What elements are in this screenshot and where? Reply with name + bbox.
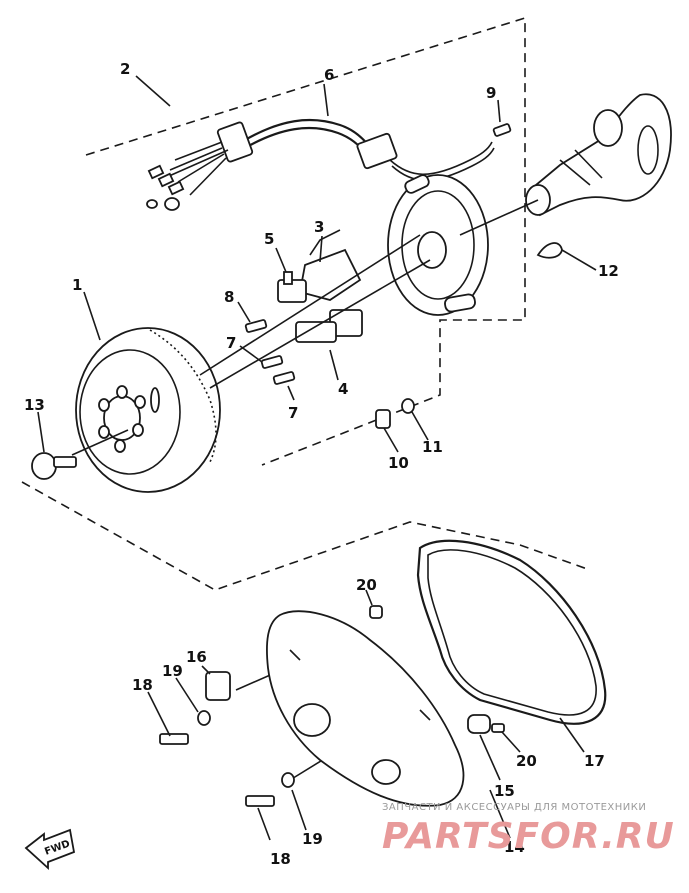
callout-13: 13 [24, 396, 45, 414]
callout-7a: 7 [226, 334, 236, 352]
callout-15: 15 [494, 782, 515, 800]
wire-harness [146, 118, 495, 211]
callout-14: 14 [504, 838, 525, 856]
callout-16: 16 [186, 648, 207, 666]
washer-11 [401, 398, 415, 414]
callout-1: 1 [72, 276, 82, 294]
washer-19-lower [281, 772, 295, 788]
forward-arrow: FWD [24, 828, 76, 871]
callout-18b: 18 [270, 850, 291, 868]
flywheel-rotor [75, 327, 221, 493]
bolt-18-lower [245, 795, 275, 807]
screw-9 [492, 123, 512, 137]
screws-7-8 [244, 319, 296, 385]
woodruff-key [536, 242, 563, 259]
callout-7b: 7 [288, 404, 298, 422]
flywheel-nut [31, 452, 77, 480]
crank-shaft-housing [525, 93, 672, 217]
watermark: ЗАПЧАСТИ И АКСЕССУАРЫ ДЛЯ МОТОТЕХНИКИ PA… [382, 802, 675, 857]
callout-leaders [37, 75, 597, 841]
watermark-logo: PARTSFOR.RU [382, 816, 675, 857]
callout-20b: 20 [516, 752, 537, 770]
dowel-pin-15 [467, 714, 491, 734]
bolt-10 [375, 409, 391, 429]
callout-19b: 19 [302, 830, 323, 848]
callout-3: 3 [314, 218, 324, 236]
crankcase-cover [266, 610, 465, 807]
callout-6: 6 [324, 66, 334, 84]
dowel-pin-20-upper [369, 605, 383, 619]
callout-9: 9 [486, 84, 496, 102]
callout-19a: 19 [162, 662, 183, 680]
callout-10: 10 [388, 454, 409, 472]
callout-17: 17 [584, 752, 605, 770]
callout-18a: 18 [132, 676, 153, 694]
callout-20a: 20 [356, 576, 377, 594]
assembly-boundary-lower [21, 481, 591, 591]
callout-8: 8 [224, 288, 234, 306]
callout-2: 2 [120, 60, 130, 78]
cable-clamp-16 [205, 671, 231, 701]
pickup-coil-assembly [277, 229, 363, 343]
dowel-pin-20-lower [491, 723, 505, 733]
watermark-caption: ЗАПЧАСТИ И АКСЕССУАРЫ ДЛЯ МОТОТЕХНИКИ [382, 802, 646, 813]
stator-base-plate [387, 174, 489, 316]
crankcase-cover-gasket [416, 539, 607, 725]
callout-5: 5 [264, 230, 274, 248]
callout-4: 4 [338, 380, 348, 398]
bolt-18-upper [159, 733, 189, 745]
washer-19-upper [197, 710, 211, 726]
callout-12: 12 [598, 262, 619, 280]
callout-11: 11 [422, 438, 443, 456]
